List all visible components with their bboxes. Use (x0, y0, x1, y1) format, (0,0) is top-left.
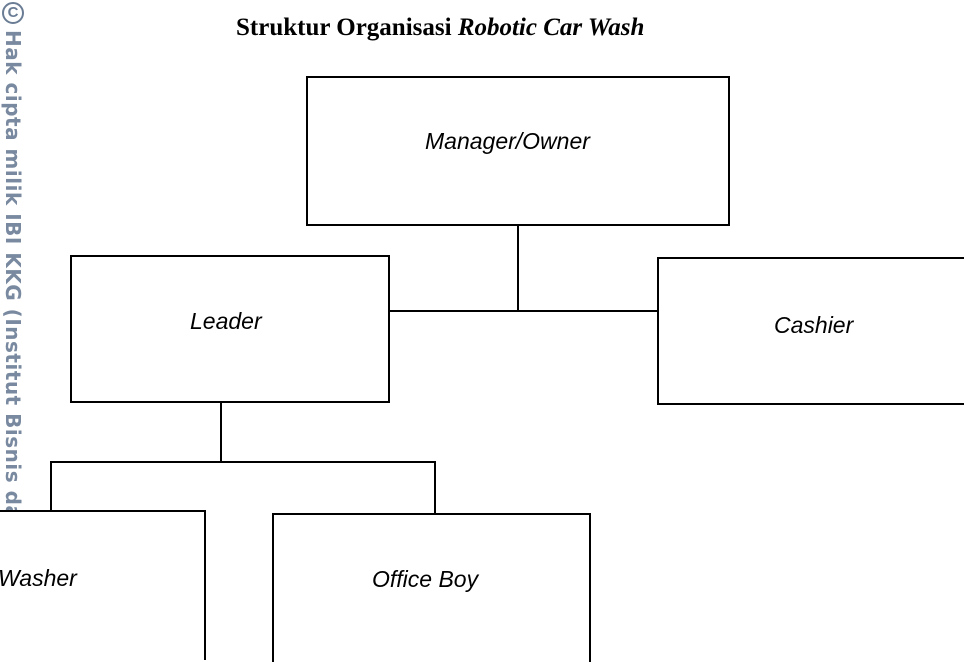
node-office-boy-label: Office Boy (372, 566, 479, 592)
node-cashier: Cashier (657, 257, 964, 405)
node-manager-owner: Manager/Owner (306, 76, 730, 226)
node-washer-label: Washer (0, 565, 77, 591)
node-cashier-label: Cashier (774, 312, 854, 338)
connector-washer-up (50, 461, 52, 511)
node-leader-label: Leader (190, 308, 262, 334)
chart-title: Struktur Organisasi Robotic Car Wash (236, 14, 644, 42)
node-washer: Washer (0, 510, 206, 660)
node-office-boy: Office Boy (272, 513, 591, 662)
connector-leader-cashier (388, 310, 658, 312)
connector-manager-down (517, 225, 519, 311)
connector-office-boy-up (434, 461, 436, 514)
connector-subordinates-horizontal (50, 461, 435, 463)
copyright-watermark-text: Hak cipta milik IBI KKG (Institut Bisnis… (1, 30, 25, 565)
node-leader: Leader (70, 255, 390, 403)
copyright-logo: C (2, 2, 24, 24)
node-manager-owner-label: Manager/Owner (425, 128, 590, 154)
connector-leader-down (220, 402, 222, 462)
chart-title-italic: Robotic Car Wash (457, 14, 645, 41)
chart-title-normal: Struktur Organisasi (236, 14, 458, 41)
